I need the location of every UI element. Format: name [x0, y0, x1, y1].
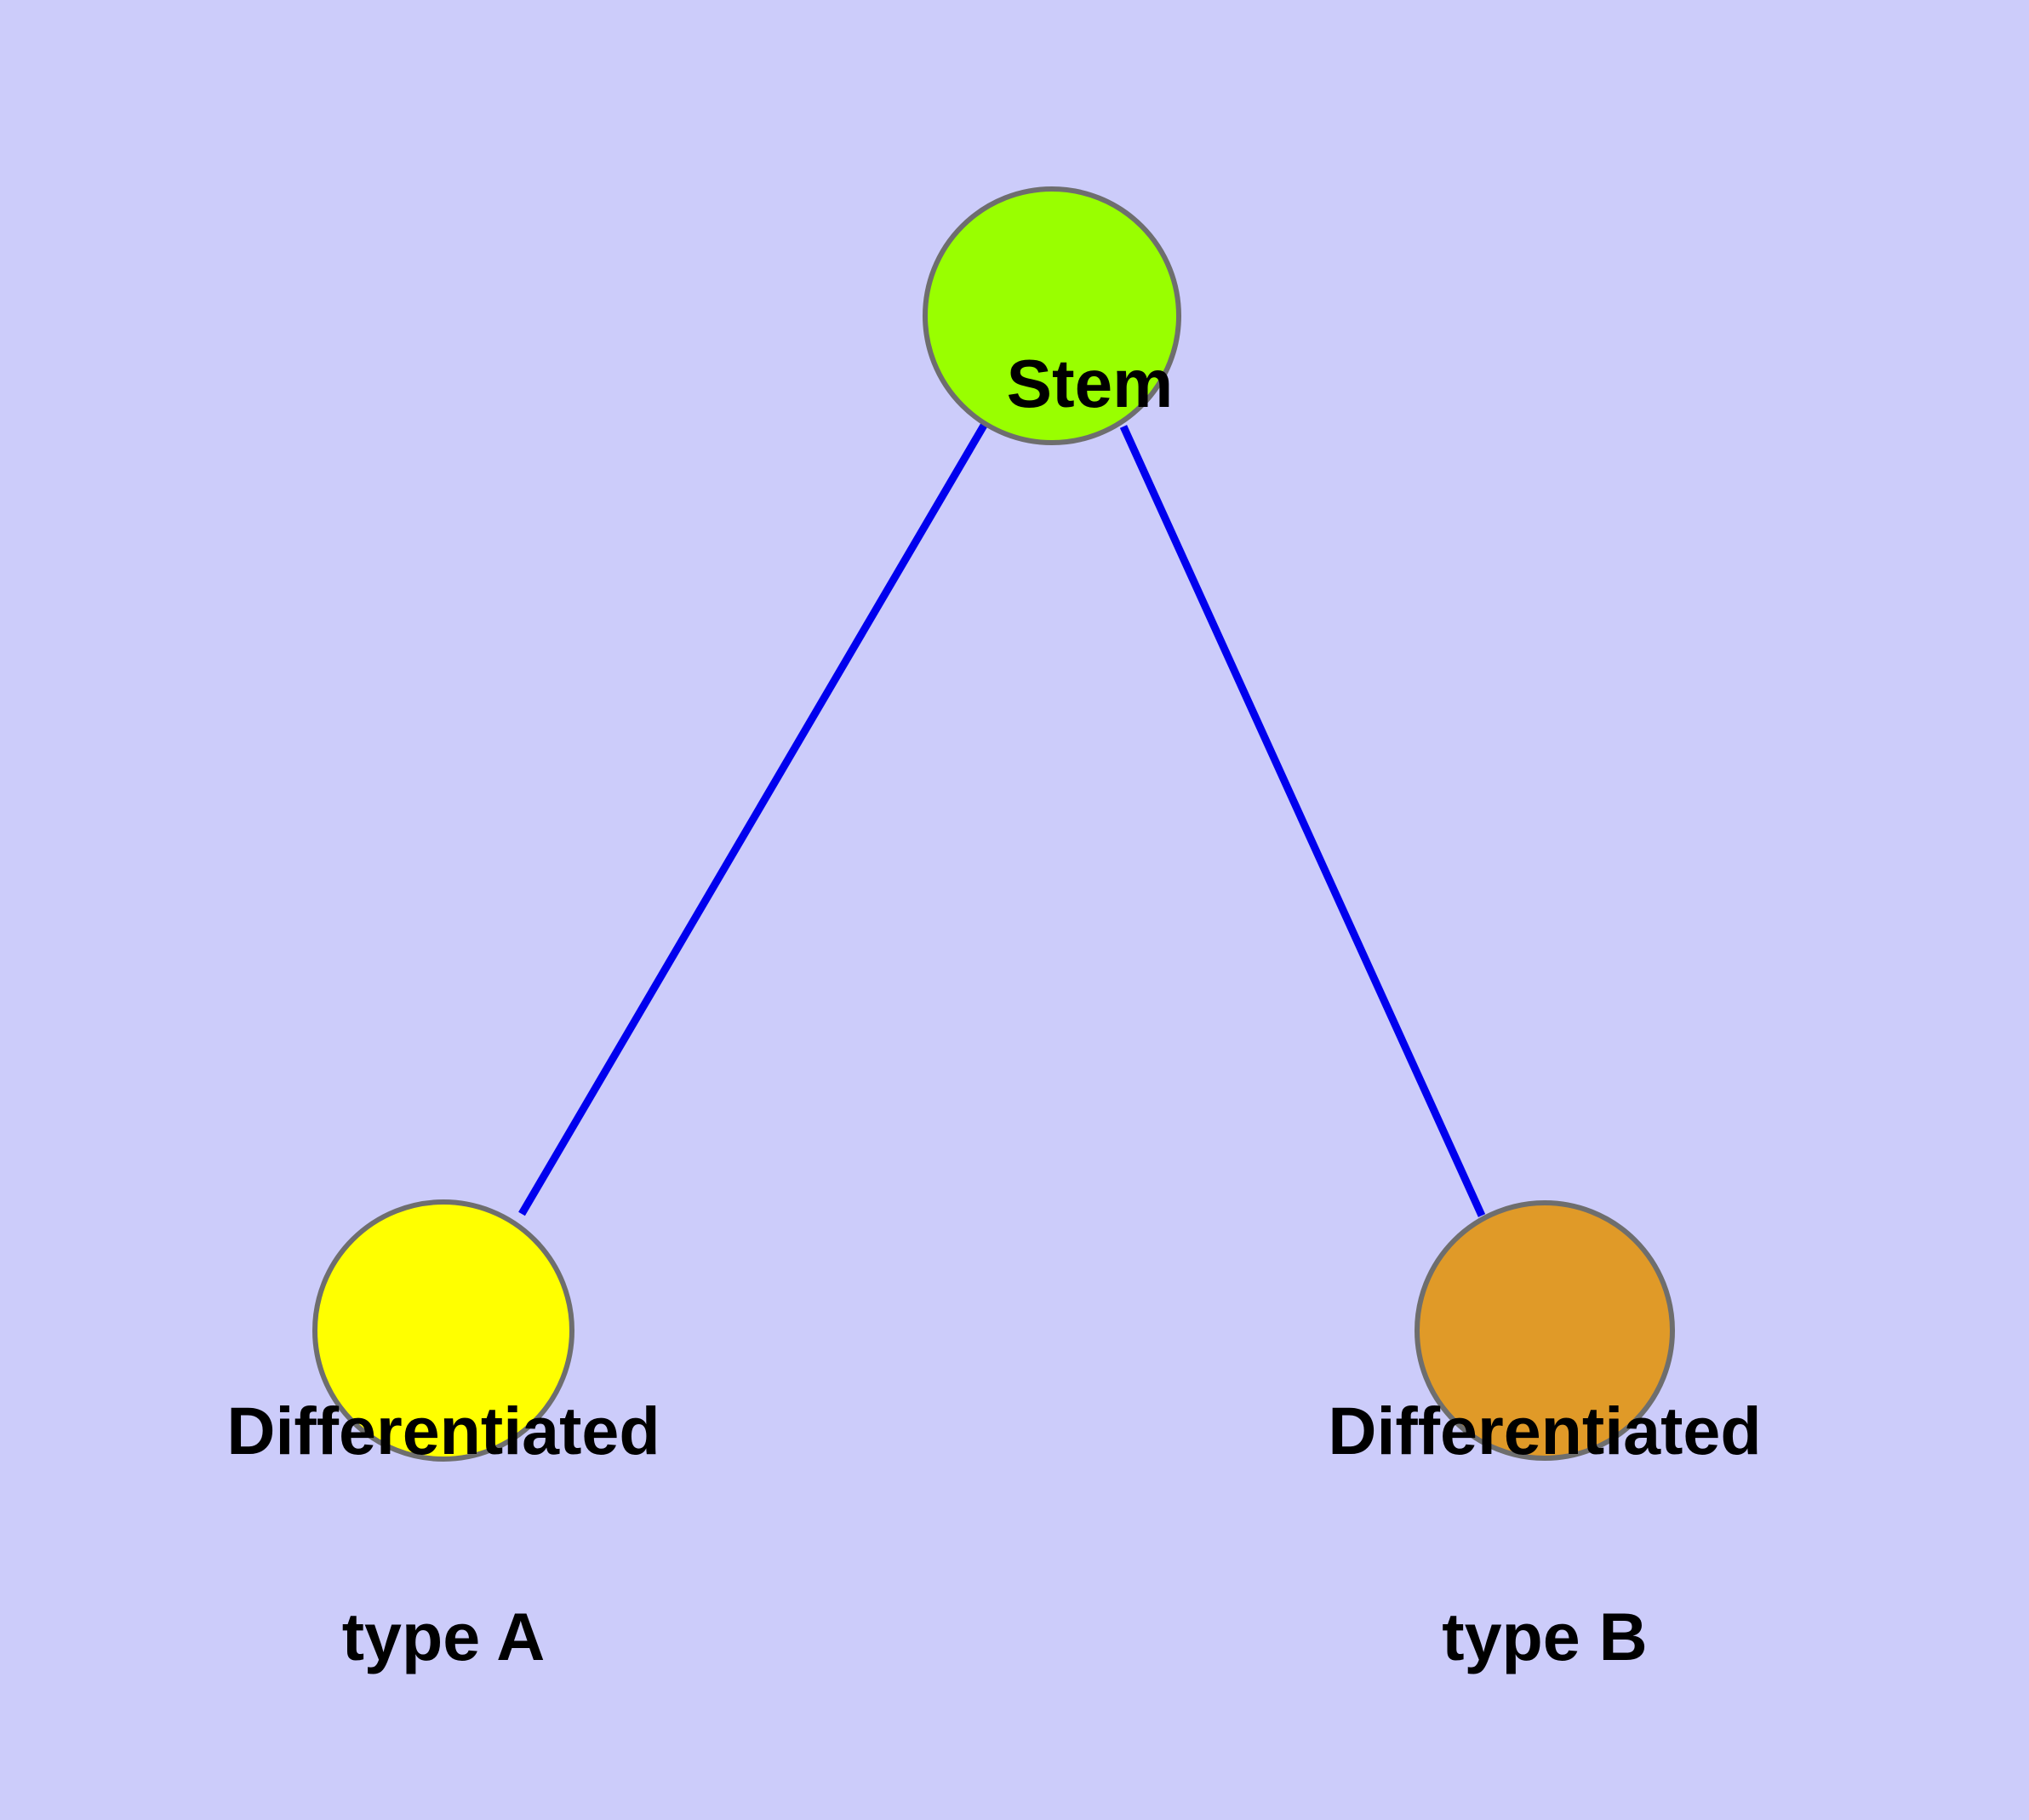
edge-layer	[518, 421, 1486, 1217]
node-differentiated-type-b[interactable]	[1415, 1200, 1675, 1461]
node-differentiated-type-a[interactable]	[312, 1199, 574, 1462]
edge-stem-to-differentiated-type-b[interactable]	[1119, 425, 1486, 1217]
node-layer	[312, 186, 1675, 1462]
node-stem[interactable]	[923, 186, 1181, 445]
edge-stem-to-differentiated-type-a[interactable]	[518, 421, 988, 1216]
